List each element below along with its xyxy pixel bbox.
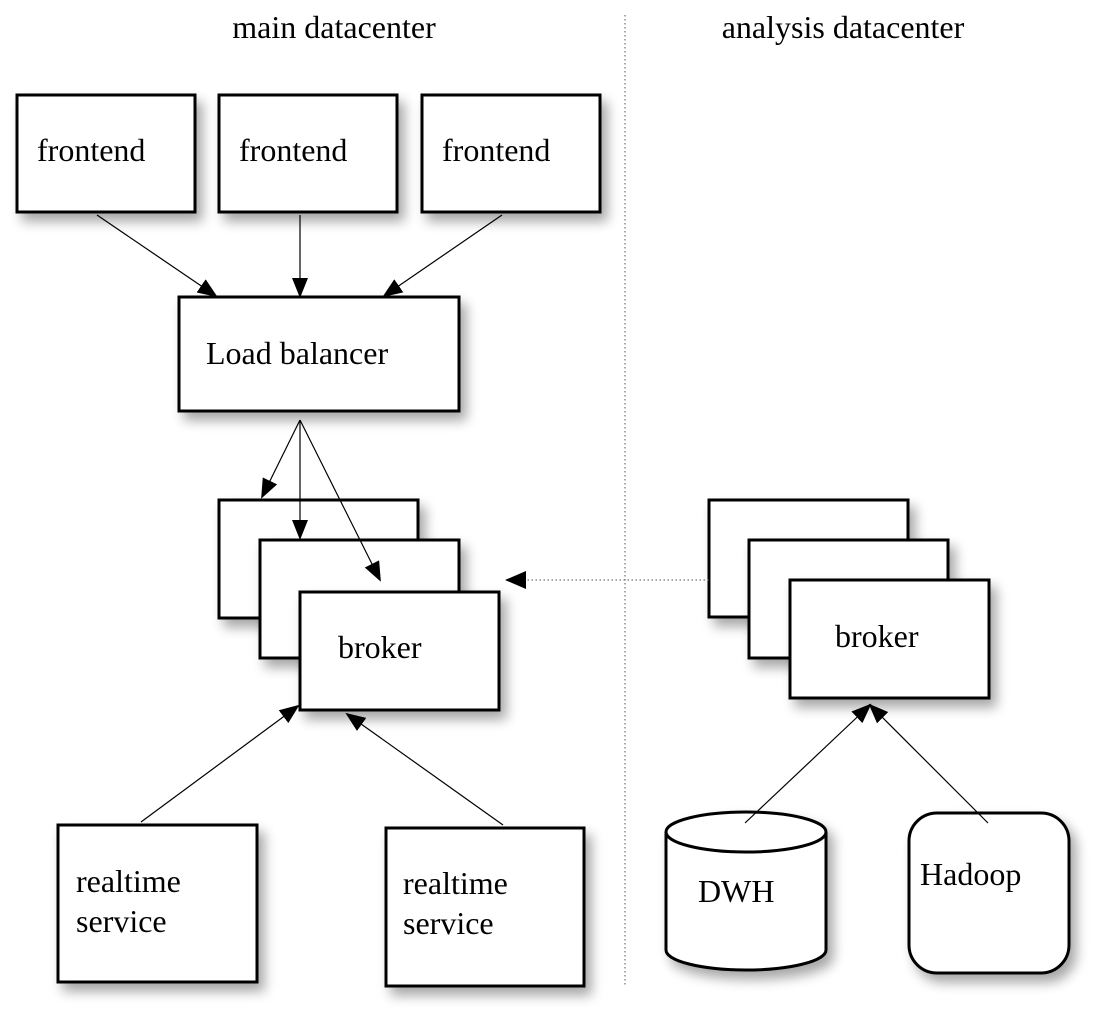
edge-hadoop-broker: [868, 703, 989, 824]
frontend-node-2: [217, 93, 399, 214]
edge-realtime2-broker: [345, 712, 504, 826]
realtime-service-2-line-1: realtime: [403, 865, 508, 901]
broker-analysis-node: [788, 578, 991, 700]
broker-analysis-stack: [707, 498, 991, 700]
broker-main-stack: [217, 498, 501, 712]
frontend-label-2: frontend: [239, 132, 347, 168]
hadoop-node: [907, 811, 1071, 975]
realtime-service-1-line-1: realtime: [76, 863, 181, 899]
edge-lb-broker-front: [299, 419, 381, 582]
broker-main-label: broker: [338, 629, 422, 665]
dwh-node: [664, 810, 828, 972]
realtime-service-2-line-2: service: [403, 905, 494, 941]
frontend-label-3: frontend: [442, 132, 550, 168]
broker-analysis-label: broker: [835, 618, 919, 654]
edge-analysis-to-main-broker-arrowhead: [505, 571, 526, 589]
hadoop-label: Hadoop: [920, 856, 1021, 892]
realtime-service-label-2: realtime service: [403, 865, 516, 941]
frontend-node-1: [15, 93, 197, 214]
load-balancer-node: [177, 295, 461, 413]
frontend-node-3: [420, 93, 602, 214]
edge-frontend1-lb: [96, 214, 218, 298]
analysis-datacenter-title: analysis datacenter: [722, 9, 965, 45]
edge-realtime1-broker: [140, 704, 300, 823]
load-balancer-label: Load balancer: [206, 335, 388, 371]
realtime-service-node-2: [384, 826, 586, 988]
edge-frontend3-lb: [382, 214, 503, 298]
broker-main-node: [298, 590, 501, 712]
frontend-label-1: frontend: [37, 132, 145, 168]
realtime-service-node-1: [56, 823, 259, 984]
dwh-label: DWH: [698, 873, 774, 909]
realtime-service-label-1: realtime service: [76, 863, 189, 939]
edge-lb-broker-back: [261, 419, 301, 499]
realtime-service-1-line-2: service: [76, 903, 167, 939]
edge-dwh-broker: [744, 703, 872, 824]
main-datacenter-title: main datacenter: [232, 9, 436, 45]
